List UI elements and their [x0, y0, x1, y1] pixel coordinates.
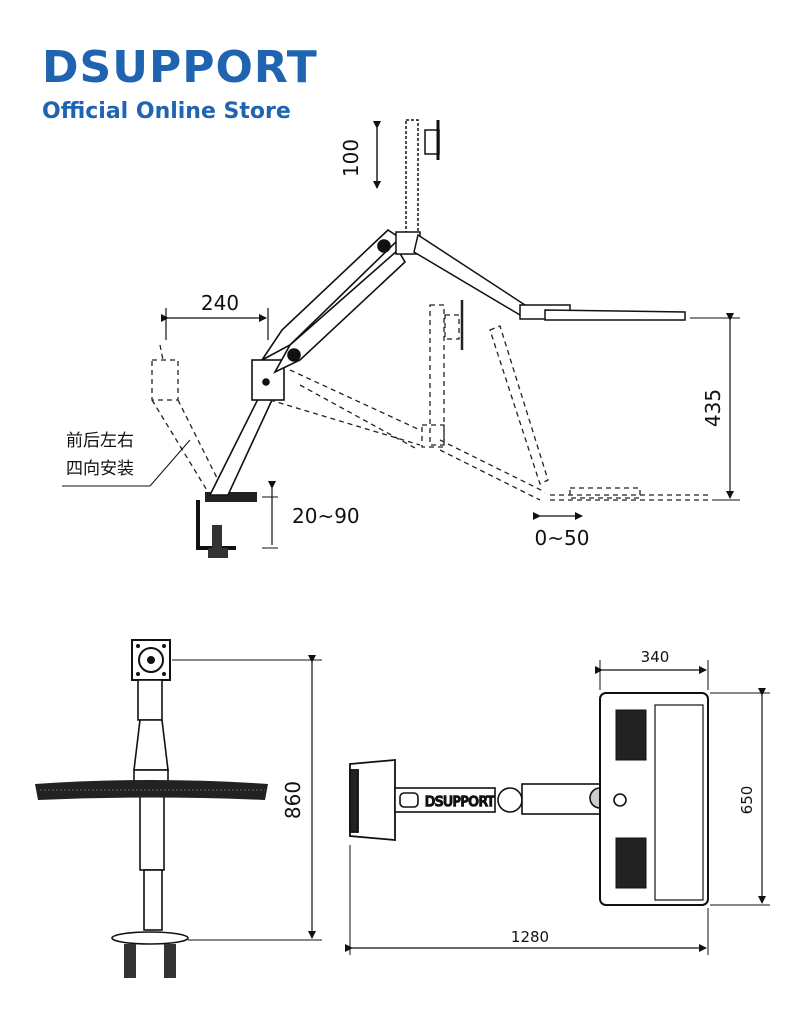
- front-keyboard-tray: [35, 780, 268, 800]
- side-view: 100 240 前后左右 四向安装 20~90 0~50: [62, 119, 740, 558]
- dim-front-height: 860: [172, 655, 322, 941]
- front-vesa-plate: [131, 639, 171, 681]
- dim-tray-depth-label: 650: [738, 786, 756, 815]
- dim-keyboard-slide: 0~50: [533, 512, 590, 550]
- side-arm-alternate-left: [151, 344, 225, 493]
- dim-clamp-range: 20~90: [262, 481, 360, 549]
- dim-front-height-label: 860: [281, 781, 305, 819]
- brand-subtitle: Official Online Store: [42, 99, 291, 124]
- side-monitor-upper: [395, 119, 686, 321]
- dim-tray-width-label: 340: [641, 648, 670, 666]
- dim-arm-offset-label: 240: [201, 291, 239, 315]
- top-arm-label: DSUPPORT: [425, 795, 495, 810]
- dim-total-reach-label: 1280: [511, 928, 549, 946]
- top-keyboard-tray: [599, 692, 709, 906]
- dim-height-adjust: 100: [339, 121, 381, 189]
- side-arm-alternate-lower: [269, 300, 710, 501]
- dim-height-adjust-label: 100: [339, 139, 363, 177]
- dim-keyboard-slide-label: 0~50: [535, 526, 590, 550]
- install-note-line-2: 四向安装: [66, 459, 134, 479]
- dim-total-reach: 1280: [345, 845, 709, 955]
- brand-block: DSUPPORT Official Online Store: [42, 44, 318, 126]
- front-base: [111, 931, 189, 978]
- dim-tray-depth: 650: [710, 688, 770, 906]
- install-note-line-1: 前后左右: [66, 431, 134, 451]
- dim-tray-width: 340: [595, 648, 709, 690]
- side-main-arm: [208, 228, 407, 496]
- top-arm: DSUPPORT: [394, 783, 611, 815]
- front-view: 860: [35, 639, 322, 978]
- front-pole: [133, 679, 169, 931]
- install-note: 前后左右 四向安装: [62, 431, 191, 487]
- dim-keyboard-drop-label: 435: [701, 389, 725, 427]
- dim-keyboard-drop: 435: [690, 313, 740, 501]
- brand-name: DSUPPORT: [42, 42, 318, 93]
- dim-arm-offset: 240: [161, 291, 269, 340]
- dim-clamp-range-label: 20~90: [292, 504, 360, 528]
- side-clamp: [196, 492, 257, 558]
- top-view: DSUPPORT 340 650 1280: [345, 648, 770, 955]
- top-clamp: [349, 759, 396, 841]
